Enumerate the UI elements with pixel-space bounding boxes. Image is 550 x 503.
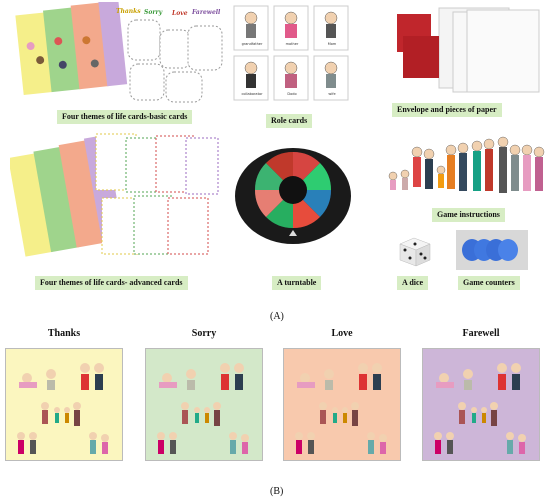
- advanced-cards-image: [10, 128, 220, 268]
- game-counters-image: [456, 230, 528, 270]
- role-name-2: mother: [285, 42, 299, 46]
- label-advanced-cards: Four themes of life cards- advanced card…: [35, 276, 188, 290]
- envelope-image: [393, 6, 543, 96]
- label-role-cards: Role cards: [266, 114, 313, 128]
- card-title-farewell: Farewell: [462, 328, 500, 339]
- card-title-sorry: Sorry: [191, 328, 217, 339]
- family-figures-farewell: [434, 363, 526, 454]
- role-name-5: Dodo: [287, 92, 297, 96]
- label-envelope: Envelope and pieces of paper: [392, 103, 502, 117]
- role-cards-image: grandfather mother Mom collaborator Dodo…: [232, 4, 352, 106]
- family-figures-thanks: [17, 363, 109, 454]
- panel-letter-a: (A): [270, 311, 284, 322]
- label-game-counters: Game counters: [458, 276, 520, 290]
- basic-tab-farewell: Farewell: [192, 9, 221, 16]
- label-dice: A dice: [397, 276, 429, 290]
- card-title-love: Love: [331, 328, 353, 339]
- card-title-thanks: Thanks: [47, 328, 81, 339]
- basic-tab-sorry: Sorry: [144, 9, 163, 16]
- role-name-1: grandfather: [241, 42, 263, 46]
- panel-letter-b: (B): [270, 486, 284, 497]
- basic-cards-image: Thanks Sorry Love Farewell: [10, 2, 225, 107]
- family-figures-love: [295, 363, 387, 454]
- role-name-3: Mom: [327, 42, 337, 46]
- label-game-instructions: Game instructions: [432, 208, 505, 222]
- turntable-image: [233, 144, 353, 246]
- label-basic-cards: Four themes of life cards-basic cards: [57, 110, 193, 124]
- role-name-6: wife: [328, 92, 336, 96]
- game-instructions-image: [385, 130, 547, 202]
- basic-tab-thanks: Thanks: [116, 8, 141, 15]
- basic-tab-love: Love: [172, 10, 188, 17]
- role-name-4: collaborator: [241, 92, 263, 96]
- family-figures-sorry: [157, 363, 249, 454]
- label-turntable: A turntable: [272, 276, 322, 290]
- dice-image: [396, 234, 434, 268]
